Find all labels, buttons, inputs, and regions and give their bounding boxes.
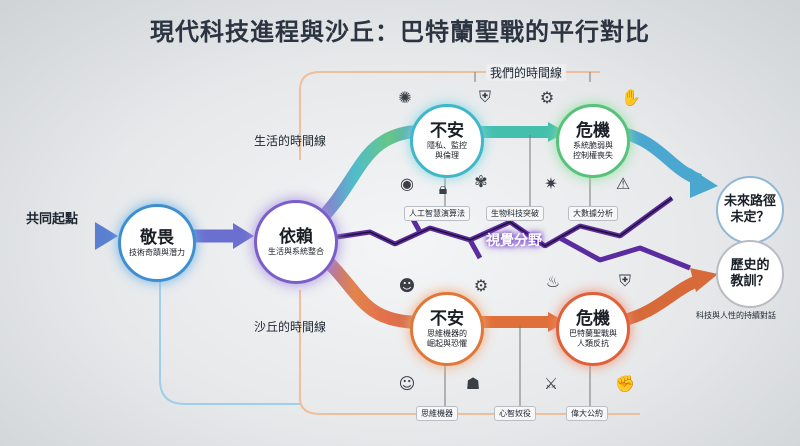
dune-timeline-label: 沙丘的時間線: [254, 320, 327, 334]
head-icon: ☻: [398, 275, 416, 295]
node-future-title1: 未來路徑: [723, 194, 776, 209]
chip-big-data: 大數據分析: [568, 206, 618, 221]
node-unease-top: 不安 隱私、監控 與倫理: [410, 104, 484, 178]
node-crisis-bottom-sub2: 人類反抗: [577, 338, 609, 348]
lock-icon: 🔒︎: [438, 179, 448, 198]
dune-timeline-line: [299, 290, 640, 415]
hand-icon: ✋: [621, 87, 641, 107]
node-depend: 依賴 生活與系統整合: [254, 200, 338, 284]
node-awe-title: 敬畏: [140, 227, 174, 248]
chip-great-convention: 偉大公約: [566, 406, 608, 421]
node-depend-title: 依賴: [279, 226, 313, 247]
gear-icon: ⚙: [473, 275, 489, 295]
crowd-icon: ☗: [465, 373, 481, 393]
our-timeline-bracket: [474, 72, 591, 82]
node-unease-bottom-sub1: 思維機器的: [427, 328, 467, 338]
shield-icon: ⛨: [478, 87, 491, 106]
node-history: 歷史的 教訓？: [716, 240, 784, 308]
node-crisis-bottom: 危機 巴特蘭聖戰與 人類反抗: [556, 292, 630, 366]
visual-divide-label: 視覺分野: [486, 233, 542, 249]
chip-biotech: 生物科技突破: [486, 206, 544, 221]
node-crisis-top-title: 危機: [576, 120, 610, 141]
node-history-title2: 教訓？: [730, 274, 770, 289]
node-crisis-top: 危機 系統脆弱與 控制權喪失: [556, 104, 630, 178]
camera-icon: ◉: [400, 173, 414, 193]
node-awe: 敬畏 技術奇蹟與潛力: [118, 204, 196, 282]
node-history-title1: 歷史的: [730, 258, 770, 273]
node-awe-sub: 技術奇蹟與潛力: [129, 247, 185, 257]
brain-icon: ✾: [474, 171, 488, 191]
node-depend-sub: 生活與系統整合: [268, 246, 324, 256]
dialogue-label: 科技與人性的持續對話: [696, 311, 776, 320]
node-unease-top-sub2: 與倫理: [435, 150, 459, 160]
node-crisis-bottom-title: 危機: [576, 308, 610, 329]
life-timeline-label: 生活的時間線: [254, 134, 327, 148]
top-path: [313, 125, 420, 227]
node-unease-top-title: 不安: [430, 120, 464, 141]
mind-icon: ☺: [398, 373, 416, 393]
sword-icon: ⚔: [543, 373, 559, 393]
node-unease-top-sub1: 隱私、監控: [427, 140, 467, 150]
node-unease-bottom-sub2: 崛起與恐懼: [427, 338, 467, 348]
warning-icon: ⚠: [615, 173, 631, 193]
chip-mind-slavery: 心智奴役: [494, 406, 536, 421]
awe-return-line: [159, 260, 300, 405]
node-future-title2: 未定？: [730, 210, 770, 225]
fire-icon: ♨: [545, 271, 561, 291]
node-unease-bottom-title: 不安: [430, 308, 464, 329]
chip-ai-algorithm: 人工智慧演算法: [404, 206, 470, 221]
shield-icon-bottom: ⛨: [618, 271, 631, 290]
our-timeline-label: 我們的時間線: [486, 64, 567, 81]
protest-icon: ✊: [615, 373, 635, 393]
node-unease-bottom: 不安 思維機器的 崛起與恐懼: [410, 292, 484, 366]
page-title: 現代科技進程與沙丘：巴特蘭聖戰的平行對比: [150, 18, 650, 46]
chip-thinking-machine: 思維機器: [416, 406, 458, 421]
start-label: 共同起點: [26, 212, 79, 227]
node-crisis-top-sub1: 系統脆弱與: [573, 140, 613, 150]
node-crisis-bottom-sub1: 巴特蘭聖戰與: [569, 328, 617, 338]
bottom-path: [313, 247, 420, 329]
node-crisis-top-sub2: 控制權喪失: [573, 150, 613, 160]
network-icon: ✷: [544, 173, 558, 193]
robot-arm-icon: ⚙: [539, 87, 555, 107]
node-future: 未來路徑 未定？: [716, 176, 784, 244]
life-timeline-line: [299, 71, 600, 160]
idea-icon: ✺: [398, 87, 412, 107]
